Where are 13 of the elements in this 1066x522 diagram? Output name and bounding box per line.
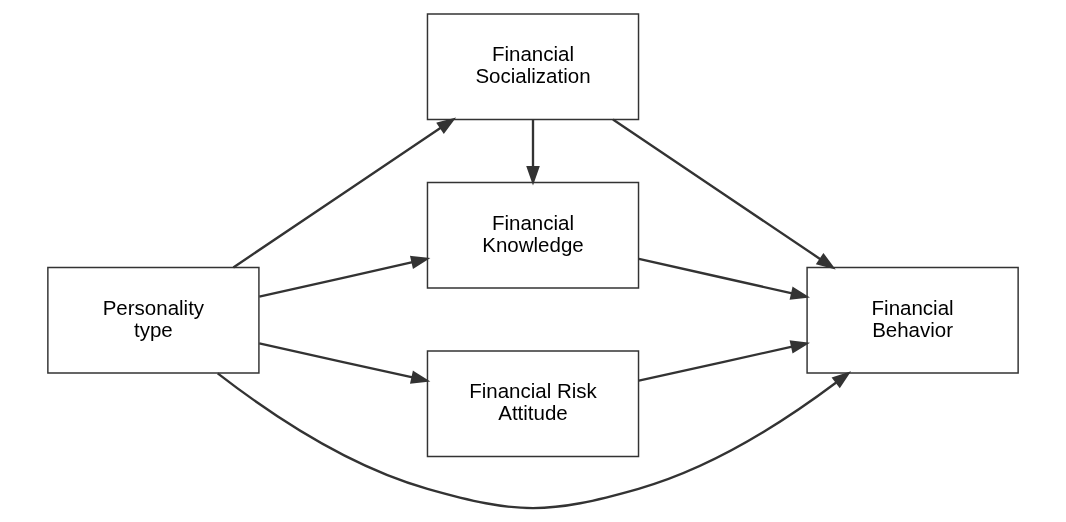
arrow — [217, 371, 852, 510]
node-box: Financial Risk Attitude — [426, 350, 640, 458]
arrow — [232, 117, 457, 269]
node-box: Financial Behavior — [806, 266, 1019, 374]
arrow — [638, 257, 810, 300]
node-box: Personality type — [47, 266, 260, 374]
arrow — [526, 119, 540, 186]
arrow — [259, 342, 431, 384]
arrow — [612, 118, 836, 270]
arrow — [259, 255, 431, 298]
node-box: Financial Knowledge — [426, 181, 640, 289]
arrow — [638, 340, 810, 382]
node-box: Financial Socialization — [426, 13, 640, 121]
